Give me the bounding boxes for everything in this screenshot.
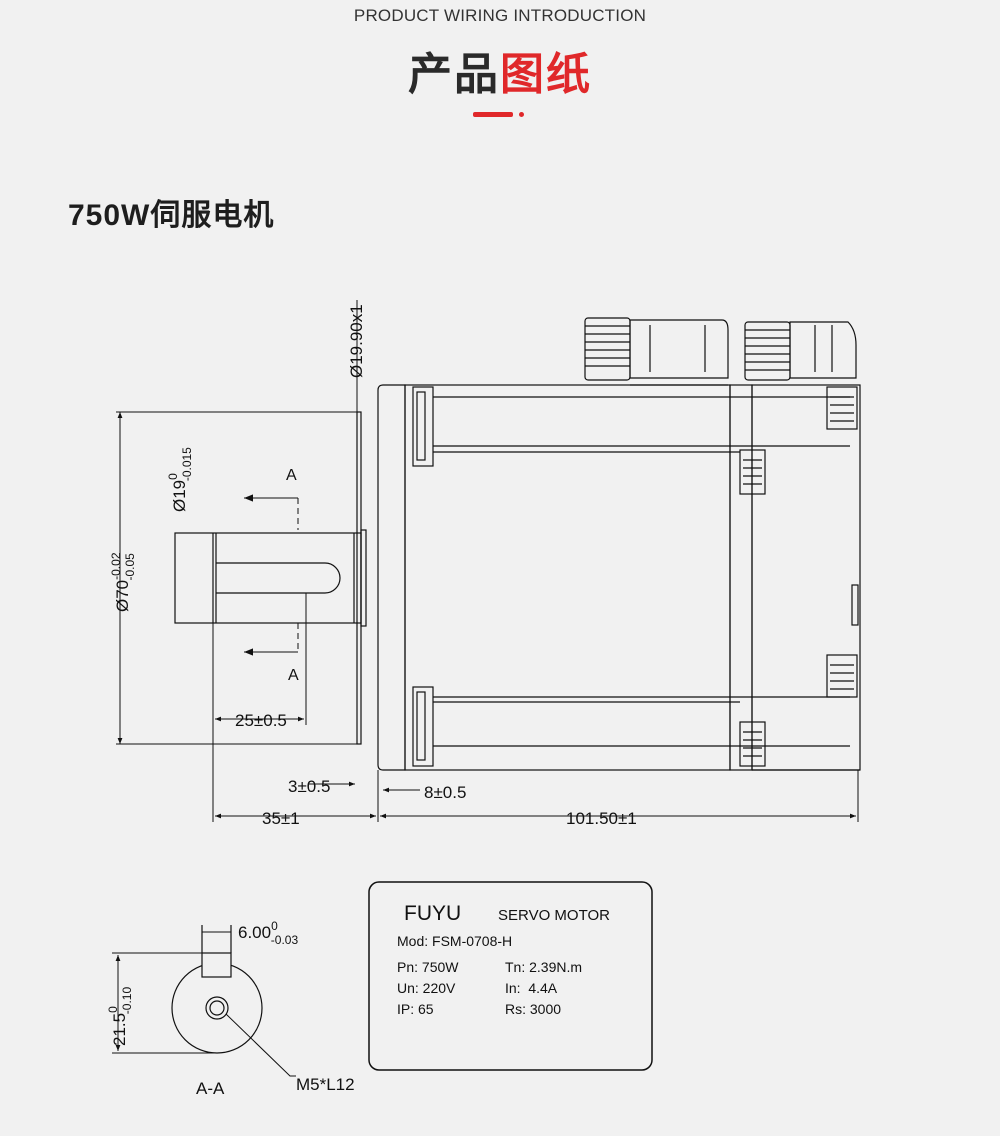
dim-shaft-length: 35±1 bbox=[262, 809, 300, 828]
dim-pilot-dia-main: Ø70 bbox=[113, 580, 132, 612]
header-subtitle: PRODUCT WIRING INTRODUCTION bbox=[353, 6, 647, 25]
title-accent-bar bbox=[473, 112, 513, 117]
nameplate-power: Pn: 750W bbox=[397, 959, 459, 975]
dim-flange-thickness: 8±0.5 bbox=[424, 783, 466, 802]
nameplate-voltage: Un: 220V bbox=[397, 980, 456, 996]
dim-shaft-flange: Ø19.90x1 bbox=[347, 304, 366, 378]
nameplate-model: Mod: FSM-0708-H bbox=[397, 933, 512, 949]
page-title-red: 图纸 bbox=[500, 50, 592, 99]
encoder-cover bbox=[751, 384, 861, 771]
section-marker-bottom: A bbox=[288, 667, 299, 684]
nameplate-product: SERVO MOTOR bbox=[498, 907, 610, 924]
shaft-outline bbox=[174, 532, 362, 624]
power-connector bbox=[584, 317, 729, 386]
section-title: 750W伺服电机 bbox=[68, 199, 275, 232]
nameplate-speed: Rs: 3000 bbox=[505, 1001, 561, 1017]
dim-shaft-height-lower: -0.10 bbox=[120, 987, 134, 1015]
nameplate: FUYU SERVO MOTOR Mod: FSM-0708-H Pn: 750… bbox=[368, 881, 653, 1071]
view-label: A-A bbox=[196, 1079, 225, 1098]
motor-side-view bbox=[174, 317, 861, 771]
dim-shaft-height-main: 21.5 bbox=[110, 1013, 129, 1046]
dim-shaft-dia-main: Ø19 bbox=[170, 480, 189, 512]
threaded-hole bbox=[205, 996, 229, 1020]
motor-body bbox=[404, 384, 731, 771]
dim-key-width-lower: -0.03 bbox=[271, 933, 299, 947]
dim-pilot-dia: Ø70-0.02-0.05 bbox=[109, 552, 137, 612]
dim-key-width: 6.000-0.03 bbox=[238, 919, 298, 947]
dim-pilot-dia-upper: -0.02 bbox=[109, 552, 123, 580]
dim-body-length: 101.50±1 bbox=[566, 809, 637, 828]
encoder-connector bbox=[744, 321, 857, 381]
title-accent-dot bbox=[519, 112, 524, 117]
nameplate-frame bbox=[368, 881, 653, 1071]
section-marker-top: A bbox=[286, 467, 297, 484]
nameplate-ip: IP: 65 bbox=[397, 1001, 434, 1017]
pilot-face bbox=[356, 411, 362, 745]
nameplate-current: In: 4.4A bbox=[505, 980, 558, 996]
dim-shaft-dia: Ø190-0.015 bbox=[166, 447, 194, 512]
key-section bbox=[201, 952, 232, 978]
section-view-a-a: 6.000-0.03 21.50-0.10 M5*L12 A-A bbox=[106, 919, 355, 1098]
thread-label: M5*L12 bbox=[296, 1075, 355, 1094]
shaft-keyway bbox=[216, 562, 341, 594]
dim-key-width-main: 6.00 bbox=[238, 923, 271, 942]
dim-shaft-height-upper: 0 bbox=[106, 1006, 120, 1013]
dim-key-length: 25±0.5 bbox=[235, 711, 287, 730]
page-title-dark: 产品 bbox=[408, 50, 500, 99]
page-title: 产品图纸 bbox=[0, 38, 1000, 102]
dimension-lines bbox=[116, 300, 859, 822]
dim-flange-step: 3±0.5 bbox=[288, 777, 330, 796]
dim-key-width-upper: 0 bbox=[271, 919, 278, 933]
nameplate-brand: FUYU bbox=[404, 902, 461, 925]
dim-pilot-dia-lower: -0.05 bbox=[123, 553, 137, 581]
nameplate-torque: Tn: 2.39N.m bbox=[505, 959, 582, 975]
dim-shaft-dia-upper: 0 bbox=[166, 473, 180, 480]
dim-shaft-dia-lower: -0.015 bbox=[180, 447, 194, 481]
flange bbox=[377, 384, 406, 771]
dim-shaft-height: 21.50-0.10 bbox=[106, 987, 134, 1046]
